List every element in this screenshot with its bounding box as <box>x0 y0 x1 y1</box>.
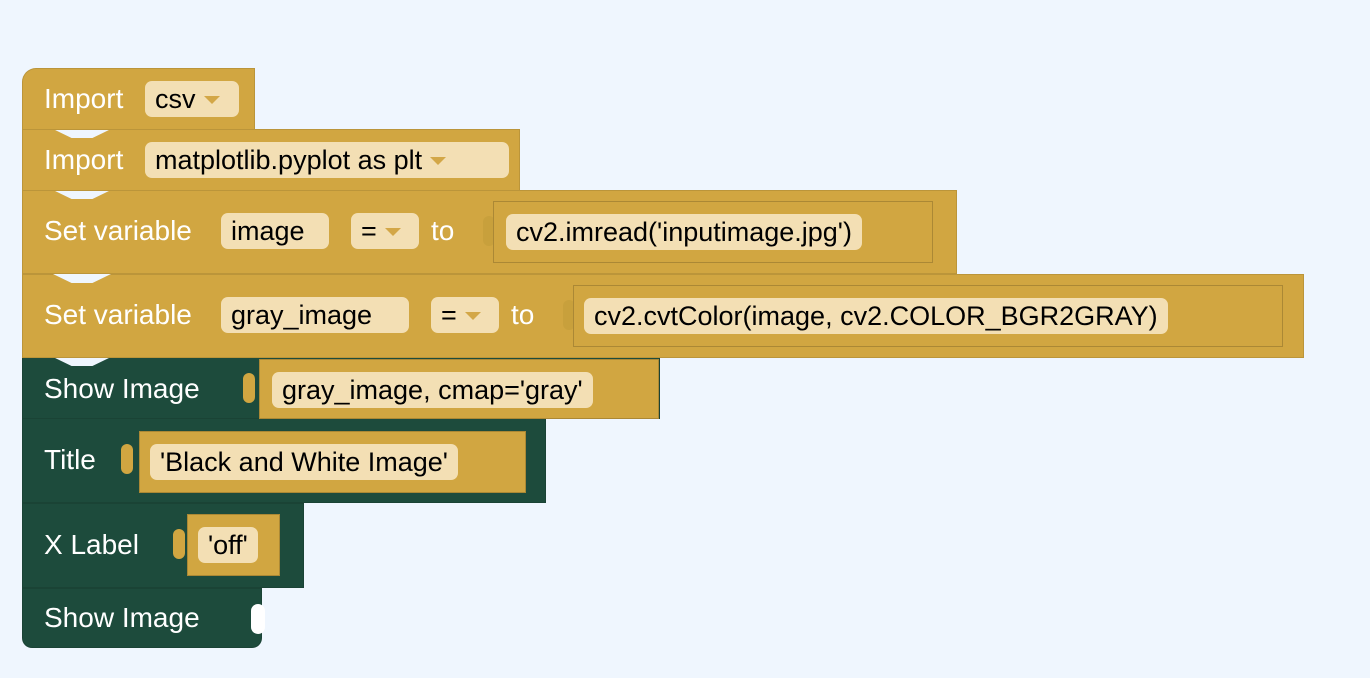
show-image-block-empty[interactable]: Show Image <box>22 588 265 648</box>
set-gray-value-field[interactable]: cv2.cvtColor(image, cv2.COLOR_BGR2GRAY) <box>584 298 1168 334</box>
dropdown-arrow-icon <box>430 156 447 165</box>
variable-name-field-gray[interactable]: gray_image <box>221 297 409 333</box>
block-notch <box>53 190 111 199</box>
set-gray-value-block[interactable]: cv2.cvtColor(image, cv2.COLOR_BGR2GRAY) <box>573 285 1283 347</box>
set-variable-gray-block[interactable]: Set variable gray_image = to cv2.cvtColo… <box>22 274 1304 358</box>
import-label-2: Import <box>44 144 124 175</box>
operator-dropdown-2[interactable]: = <box>431 297 499 333</box>
empty-input-socket[interactable] <box>251 604 265 634</box>
title-value-field[interactable]: 'Black and White Image' <box>150 444 458 480</box>
set-image-value-field[interactable]: cv2.imread('inputimage.jpg') <box>506 214 862 250</box>
module-value-1: csv <box>155 84 196 114</box>
dropdown-arrow-icon <box>203 95 220 104</box>
title-block[interactable]: Title 'Black and White Image' <box>22 418 546 503</box>
xlabel-label: X Label <box>44 529 139 560</box>
set-image-value-block[interactable]: cv2.imread('inputimage.jpg') <box>493 201 933 263</box>
operator-value-2: = <box>441 300 457 330</box>
variable-name-field-image[interactable]: image <box>221 213 329 249</box>
xlabel-input-connector <box>173 529 185 559</box>
operator-value-1: = <box>361 216 377 246</box>
show-image-value-block[interactable]: gray_image, cmap='gray' <box>259 359 659 419</box>
show-image-label: Show Image <box>44 373 200 404</box>
operator-dropdown-1[interactable]: = <box>351 213 419 249</box>
set-variable-label-1: Set variable <box>44 215 192 246</box>
xlabel-block[interactable]: X Label 'off' <box>22 503 304 588</box>
show-image-block[interactable]: Show Image gray_image, cmap='gray' <box>22 357 660 419</box>
module-dropdown-2[interactable]: matplotlib.pyplot as plt <box>145 142 509 178</box>
title-label: Title <box>44 444 96 475</box>
block-notch <box>53 129 111 138</box>
show-image-input-connector <box>243 373 255 403</box>
show-image-value-field[interactable]: gray_image, cmap='gray' <box>272 372 593 408</box>
dropdown-arrow-icon <box>464 311 481 320</box>
set-variable-label-2: Set variable <box>44 299 192 330</box>
set-gray-input-connector <box>563 300 575 330</box>
xlabel-value-block[interactable]: 'off' <box>187 514 280 576</box>
set-variable-image-block[interactable]: Set variable image = to cv2.imread('inpu… <box>22 190 957 274</box>
dropdown-arrow-icon <box>384 227 401 236</box>
module-value-2: matplotlib.pyplot as plt <box>155 145 423 175</box>
set-image-input-connector <box>483 216 495 246</box>
xlabel-value-field[interactable]: 'off' <box>198 527 258 563</box>
show-image-label-2: Show Image <box>44 602 200 633</box>
block-notch <box>53 357 111 366</box>
import-label-1: Import <box>44 83 124 114</box>
module-dropdown-1[interactable]: csv <box>145 81 239 117</box>
title-input-connector <box>121 444 133 474</box>
import-csv-block[interactable]: Import csv <box>22 68 255 130</box>
block-notch <box>53 274 111 283</box>
import-matplotlib-block[interactable]: Import matplotlib.pyplot as plt <box>22 129 520 191</box>
to-label-1: to <box>431 215 455 246</box>
title-value-block[interactable]: 'Black and White Image' <box>139 431 526 493</box>
to-label-2: to <box>511 299 535 330</box>
